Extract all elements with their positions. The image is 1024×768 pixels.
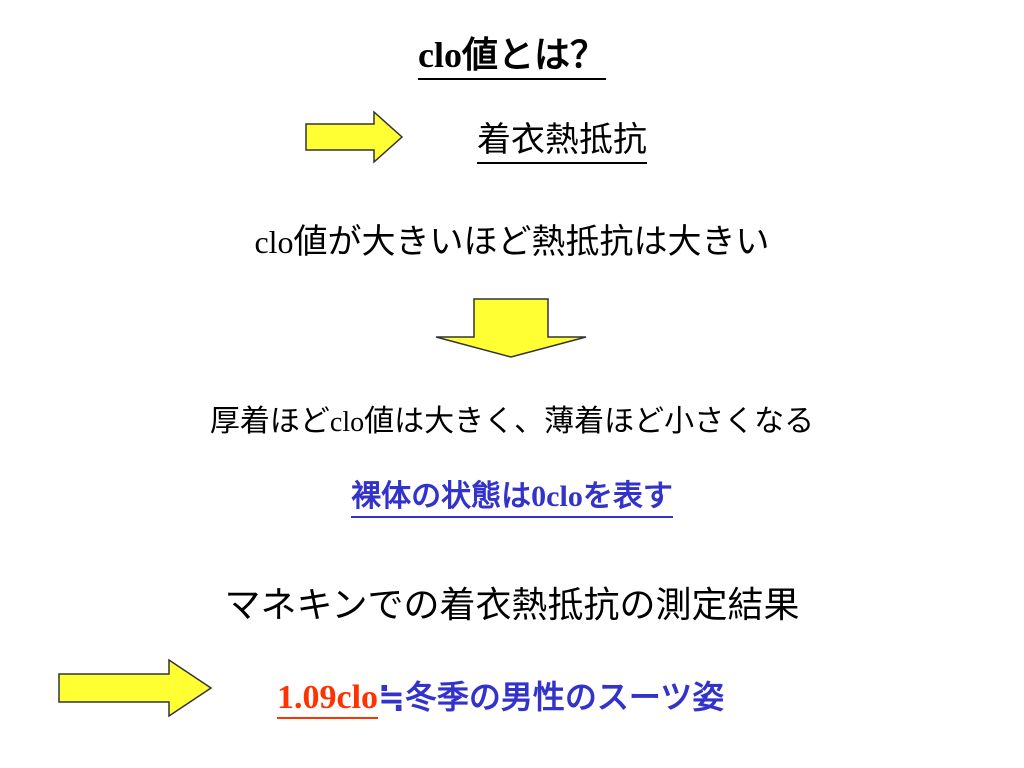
result-value: 1.09clo — [277, 679, 379, 719]
statement-naked-zero-clo: 裸体の状態は0cloを表す — [0, 471, 1024, 518]
measurement-result: 1.09clo≒冬季の男性のスーツ姿 — [277, 672, 725, 719]
line4-clo: 0clo — [531, 480, 583, 513]
line3-clo: clo — [329, 407, 365, 438]
line3-part2: 値は大きく、薄着ほど小さくなる — [364, 404, 815, 439]
line4-part2: を表す — [582, 479, 673, 514]
result-description: ≒冬季の男性のスーツ姿 — [378, 678, 725, 716]
title-clo: clo — [418, 35, 462, 75]
right-arrow-icon — [305, 110, 404, 164]
subtitle: 着衣熱抵抗 — [477, 112, 647, 164]
mannequin-measurement-heading: マネキンでの着衣熱抵抗の測定結果 — [224, 585, 800, 626]
title-text: clo値とは？ — [418, 35, 606, 80]
line3-part1: 厚着ほど — [209, 404, 330, 439]
right-arrow-icon — [58, 658, 213, 718]
statement-clo-resistance: clo値が大きいほど熱抵抗は大きい — [0, 214, 1024, 263]
statement-clothing-thickness: 厚着ほどclo値は大きく、薄着ほど小さくなる — [0, 396, 1024, 440]
line2-rest: 値が大きいほど熱抵抗は大きい — [293, 222, 770, 262]
subtitle-text: 着衣熱抵抗 — [477, 120, 647, 164]
line4-part1: 裸体の状態は — [351, 479, 532, 514]
line4-text: 裸体の状態は0cloを表す — [351, 479, 673, 518]
title-rest: 値とは？ — [461, 35, 606, 76]
down-arrow-icon — [435, 298, 587, 358]
line2-clo: clo — [254, 224, 294, 260]
slide-title: clo値とは？ — [0, 26, 1024, 80]
